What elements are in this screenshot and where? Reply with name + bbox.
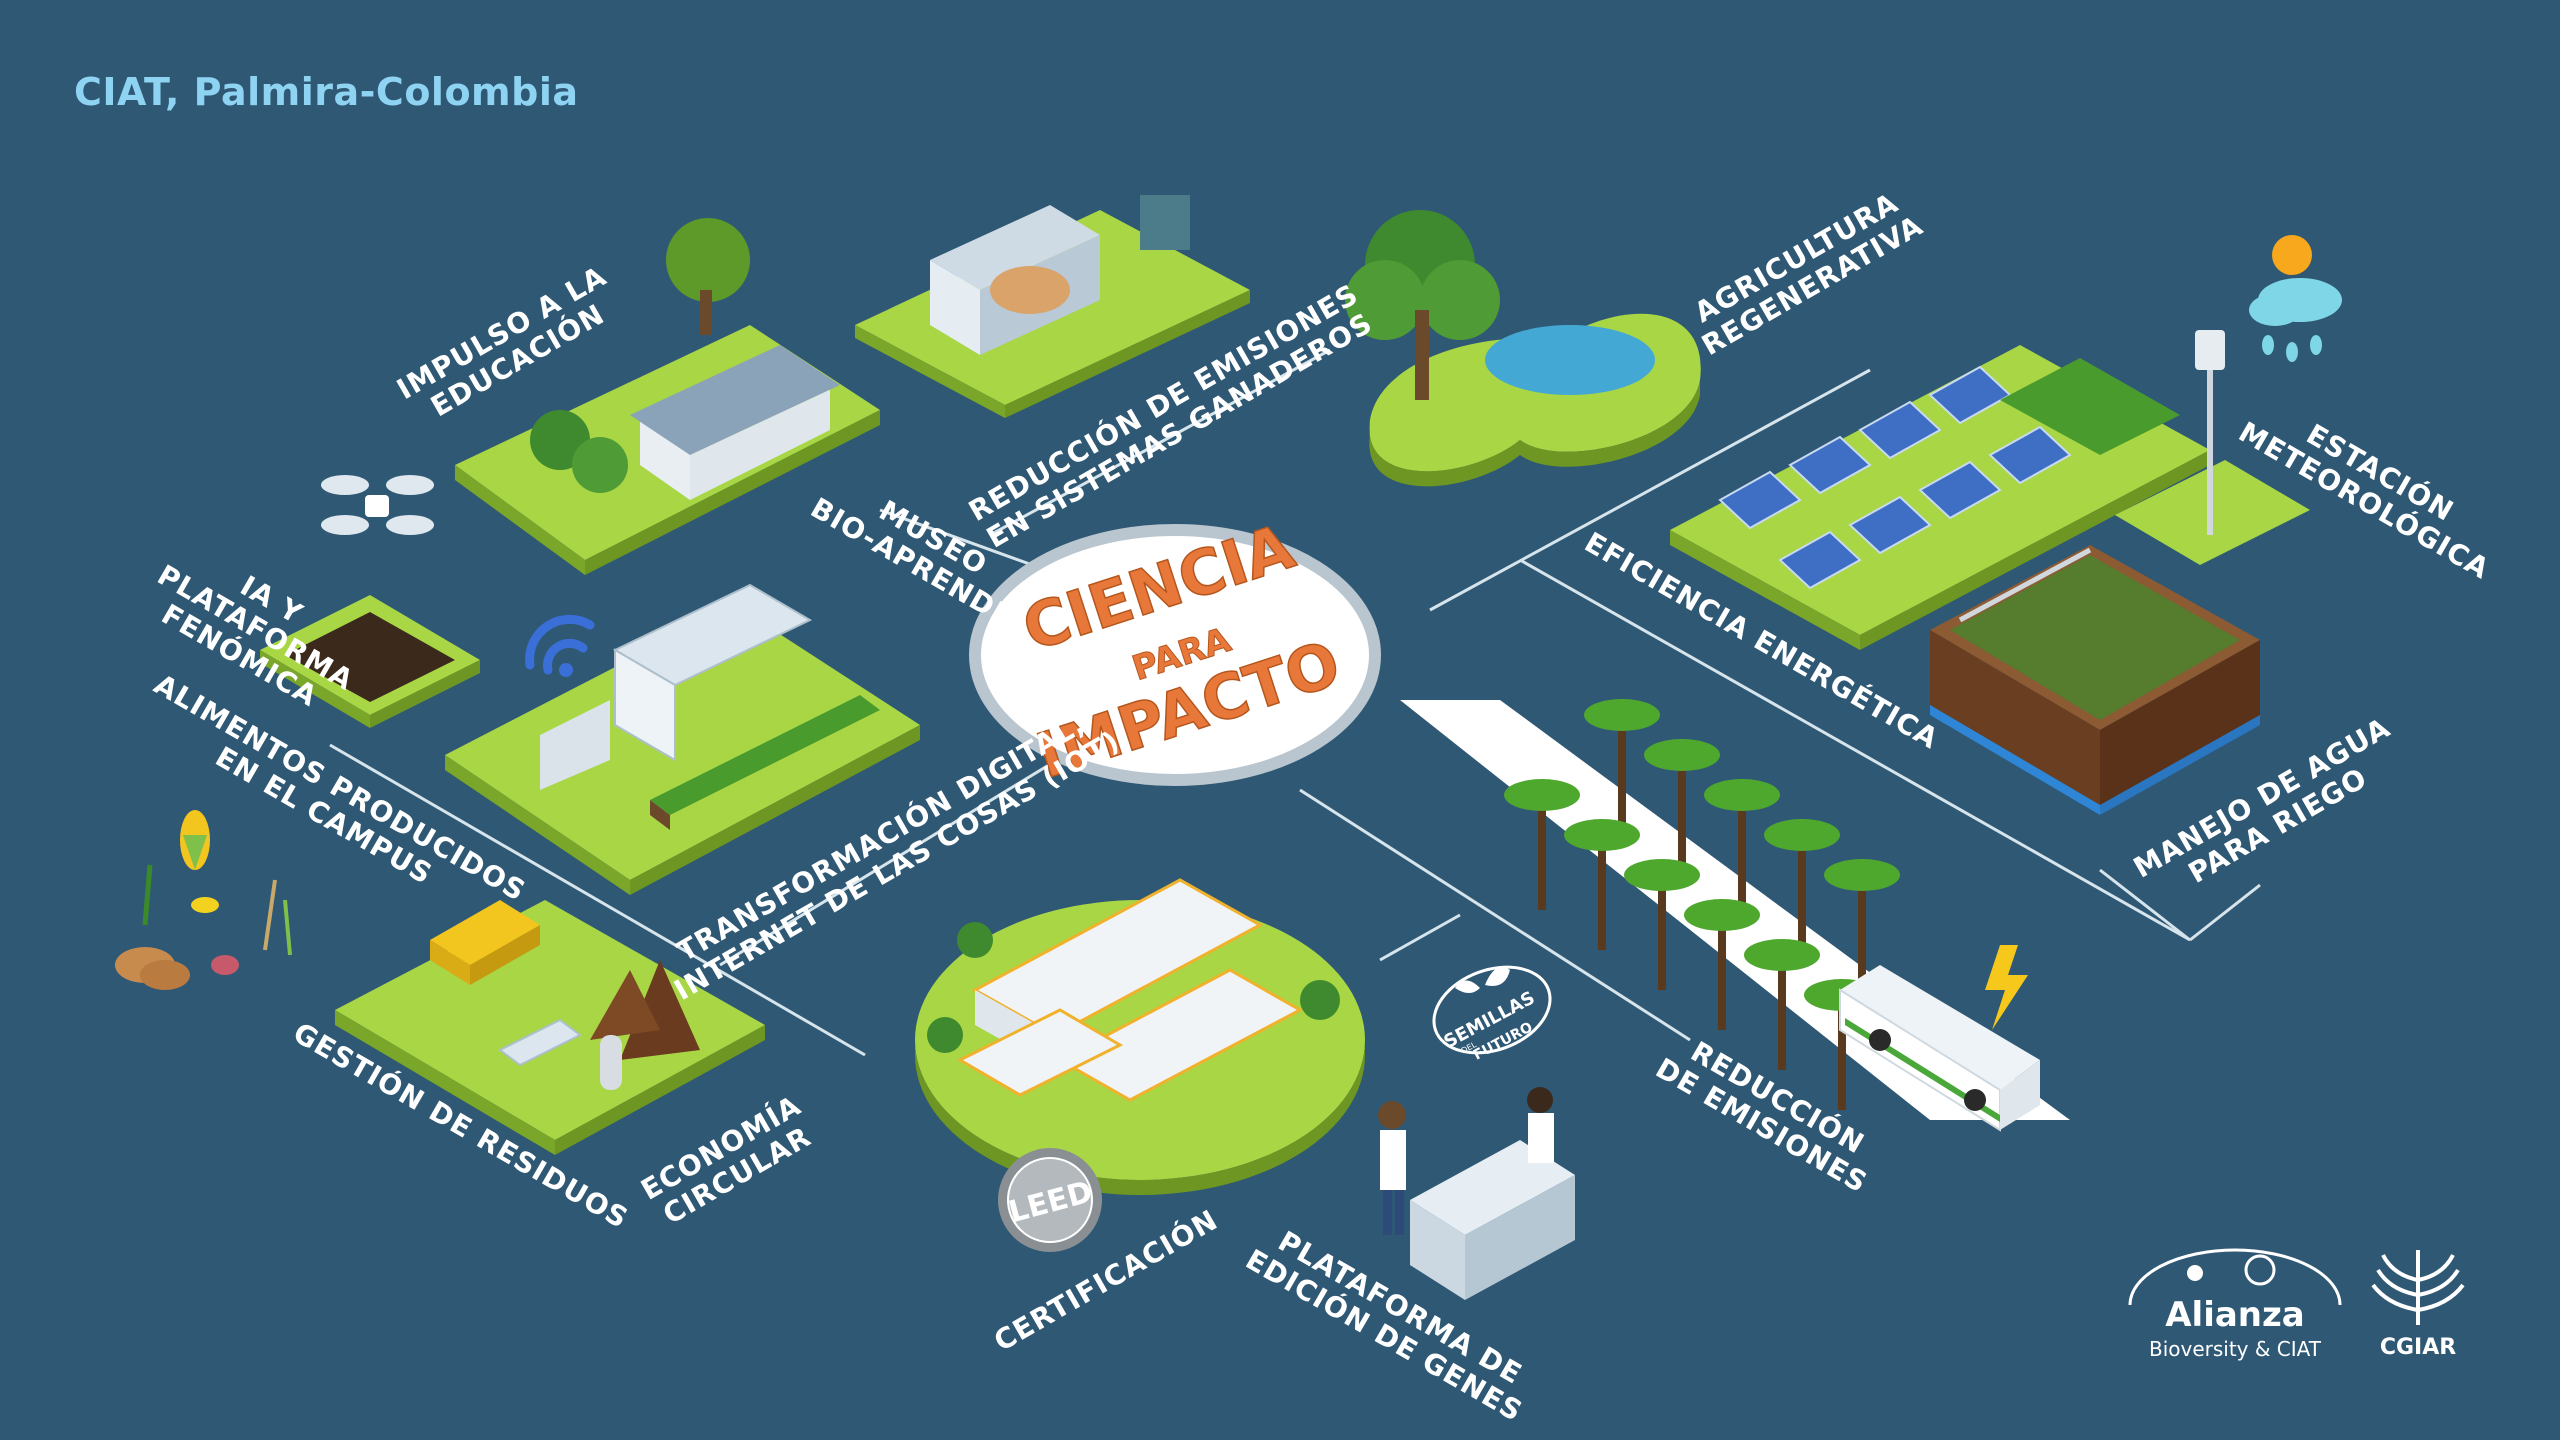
drone-icon — [321, 475, 434, 535]
connector-semillas — [1379, 913, 1461, 962]
palm-trees — [1504, 699, 1900, 1110]
connector-agua-b — [2099, 868, 2191, 942]
weather-station — [2115, 330, 2310, 565]
tile-iot — [445, 583, 920, 895]
header-location: CIAT, Palmira-Colombia — [74, 70, 579, 114]
wifi-icon — [525, 614, 595, 675]
cgiar-logo-text: CGIAR — [2379, 1335, 2457, 1360]
tile-residuos — [335, 900, 765, 1155]
tile-certificacion — [915, 878, 1365, 1195]
connector-alimentos — [329, 743, 866, 1057]
leed-badge: LEED — [998, 1148, 1102, 1252]
tile-riego — [1930, 545, 2260, 815]
tile-solar — [1670, 345, 2210, 650]
connector-eficiencia — [1429, 368, 1871, 612]
cgiar-logo: CGIAR — [2358, 1240, 2478, 1365]
alianza-logo-text: Alianza — [2165, 1295, 2305, 1335]
tile-educacion — [455, 218, 880, 575]
weather-cloud-icon — [2249, 235, 2342, 362]
alianza-arc-icon — [2128, 1248, 2342, 1305]
wifi-dot — [559, 663, 573, 677]
tile-ganaderos — [855, 195, 1250, 418]
connector-lines — [329, 348, 2261, 1057]
center-badge: CIENCIA PARA IMPACTO — [969, 509, 1381, 793]
semillas-badge: SEMILLAS DEL FUTURO — [1432, 965, 1552, 1064]
tile-genes — [1378, 1087, 1575, 1300]
connector-ganaderos — [989, 348, 1331, 537]
connector-agua-c — [2189, 883, 2261, 942]
tile-regenerativa — [1345, 210, 1701, 487]
connector-agua-a — [1519, 558, 2191, 942]
connector-reduccion — [1299, 788, 1691, 1042]
electric-bus — [1839, 965, 2040, 1132]
tile-ia — [260, 595, 480, 728]
lightning-icon — [1985, 945, 2028, 1030]
produce-icons — [115, 810, 292, 990]
alianza-logo: Alianza Bioversity & CIAT — [2110, 1245, 2360, 1365]
cgiar-wheat-icon — [2371, 1250, 2465, 1325]
alianza-logo-subtext: Bioversity & CIAT — [2148, 1337, 2322, 1361]
connector-iot — [719, 738, 1091, 967]
